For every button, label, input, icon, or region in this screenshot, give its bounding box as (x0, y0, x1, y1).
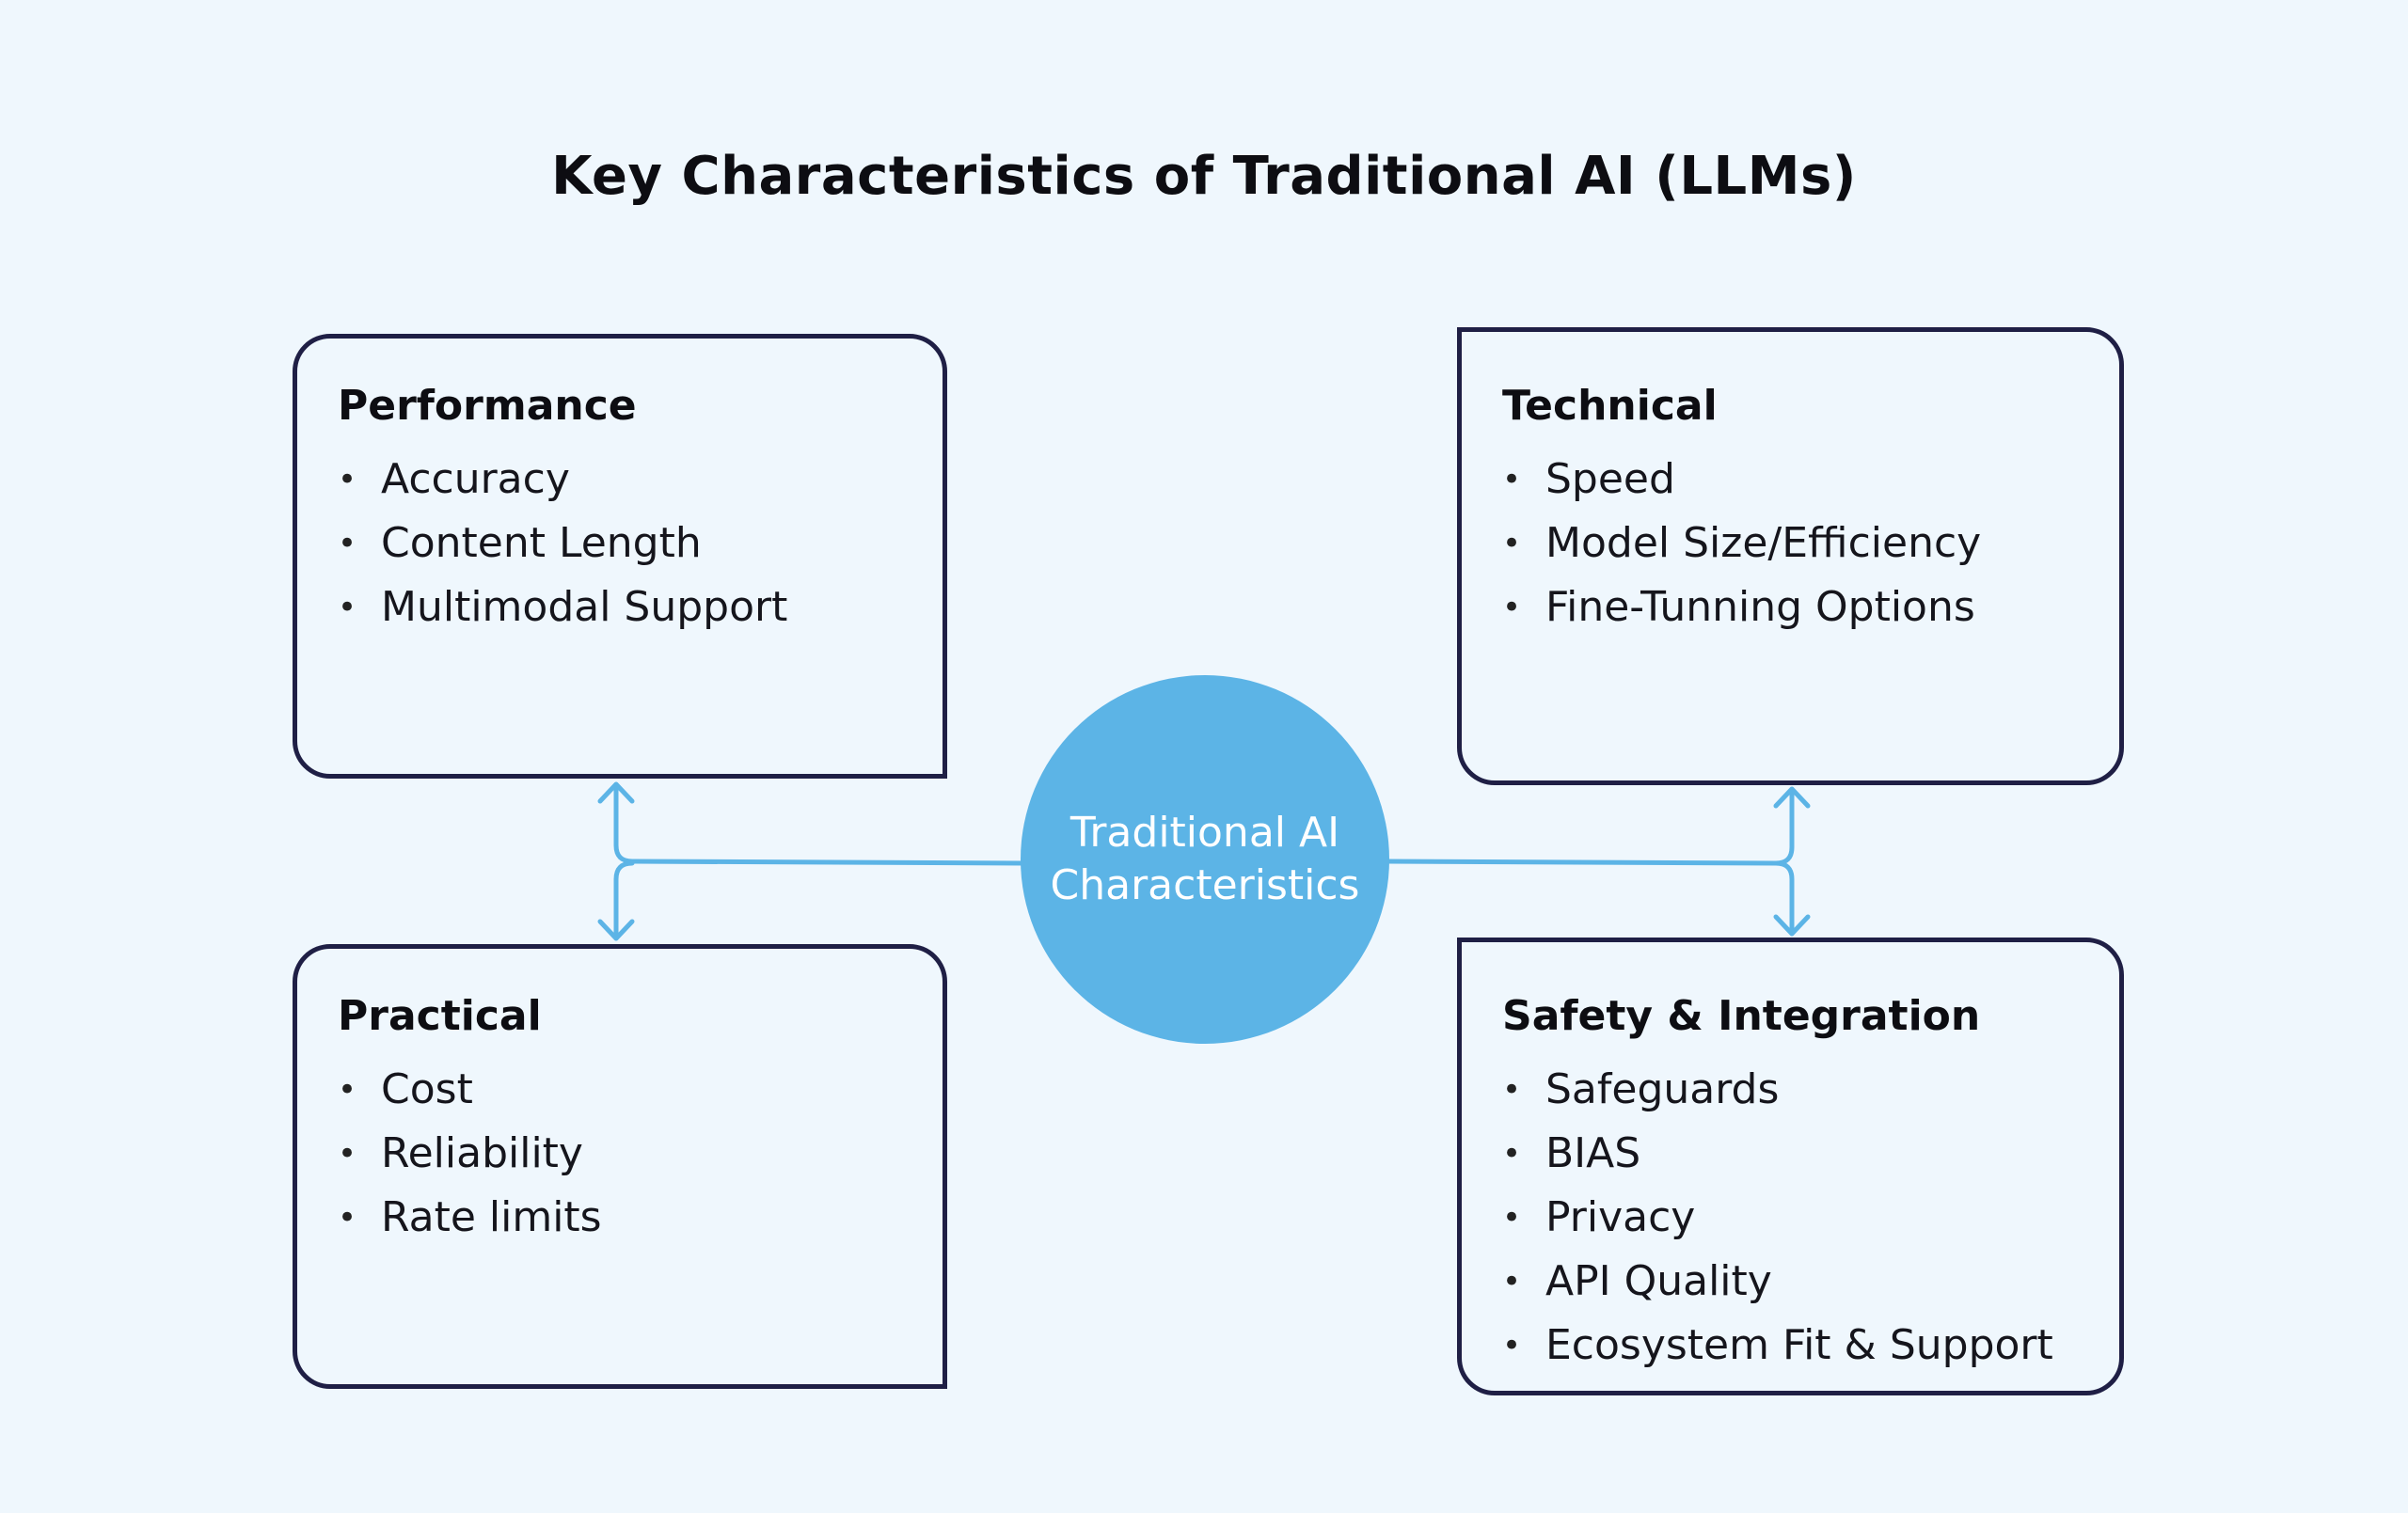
performance-box: Performance •Accuracy •Content Length •M… (293, 334, 947, 779)
practical-list: •Cost •Reliability •Rate limits (338, 1058, 905, 1250)
technical-heading: Technical (1502, 382, 1718, 430)
safety-integration-heading: Safety & Integration (1502, 992, 1981, 1040)
list-item: •BIAS (1502, 1122, 2082, 1186)
bullet-icon: • (338, 461, 357, 498)
bullet-icon: • (1502, 461, 1522, 498)
technical-list: •Speed •Model Size/Efficiency •Fine-Tunn… (1502, 448, 2082, 639)
bullet-icon: • (338, 525, 357, 562)
bullet-icon: • (1502, 589, 1522, 626)
safety-integration-box: Safety & Integration •Safeguards •BIAS •… (1457, 938, 2124, 1395)
list-item: •Model Size/Efficiency (1502, 512, 2082, 575)
bullet-icon: • (338, 589, 357, 626)
list-item: •Safeguards (1502, 1058, 2082, 1122)
list-item: •Multimodal Support (338, 575, 905, 639)
bullet-icon: • (338, 1071, 357, 1109)
arrow-up-technical-icon (1773, 786, 1811, 809)
diagram-title: Key Characteristics of Traditional AI (L… (551, 146, 1857, 207)
hub-label: Traditional AI Characteristics (1050, 809, 1360, 909)
list-item: •Ecosystem Fit & Support (1502, 1314, 2082, 1378)
arrow-down-safety-icon (1773, 914, 1811, 937)
right-connector (1384, 790, 1795, 866)
bullet-icon: • (1502, 1071, 1522, 1109)
practical-box: Practical •Cost •Reliability •Rate limit… (293, 944, 947, 1389)
bullet-icon: • (1502, 525, 1522, 562)
bullet-icon: • (1502, 1263, 1522, 1300)
list-item: •Content Length (338, 512, 905, 575)
list-item: •Speed (1502, 448, 2082, 512)
technical-box: Technical •Speed •Model Size/Efficiency … (1457, 327, 2124, 785)
bullet-icon: • (338, 1135, 357, 1173)
list-item: •Rate limits (338, 1186, 905, 1250)
arrow-down-practical-icon (597, 919, 635, 941)
list-item: •Accuracy (338, 448, 905, 512)
central-hub-circle: Traditional AI Characteristics (1021, 675, 1389, 1044)
bullet-icon: • (338, 1199, 357, 1237)
performance-list: •Accuracy •Content Length •Multimodal Su… (338, 448, 905, 639)
performance-heading: Performance (338, 382, 637, 430)
safety-integration-list: •Safeguards •BIAS •Privacy •API Quality … (1502, 1058, 2082, 1378)
practical-heading: Practical (338, 992, 542, 1040)
bullet-icon: • (1502, 1327, 1522, 1364)
list-item: •Reliability (338, 1122, 905, 1186)
list-item: •Cost (338, 1058, 905, 1122)
list-item: •API Quality (1502, 1250, 2082, 1314)
list-item: •Fine-Tunning Options (1502, 575, 2082, 639)
left-connector (613, 785, 1026, 866)
bullet-icon: • (1502, 1135, 1522, 1173)
arrow-up-performance-icon (597, 781, 635, 804)
list-item: •Privacy (1502, 1186, 2082, 1250)
left-connector-lower (613, 860, 635, 938)
right-connector-lower (1773, 860, 1795, 934)
bullet-icon: • (1502, 1199, 1522, 1237)
